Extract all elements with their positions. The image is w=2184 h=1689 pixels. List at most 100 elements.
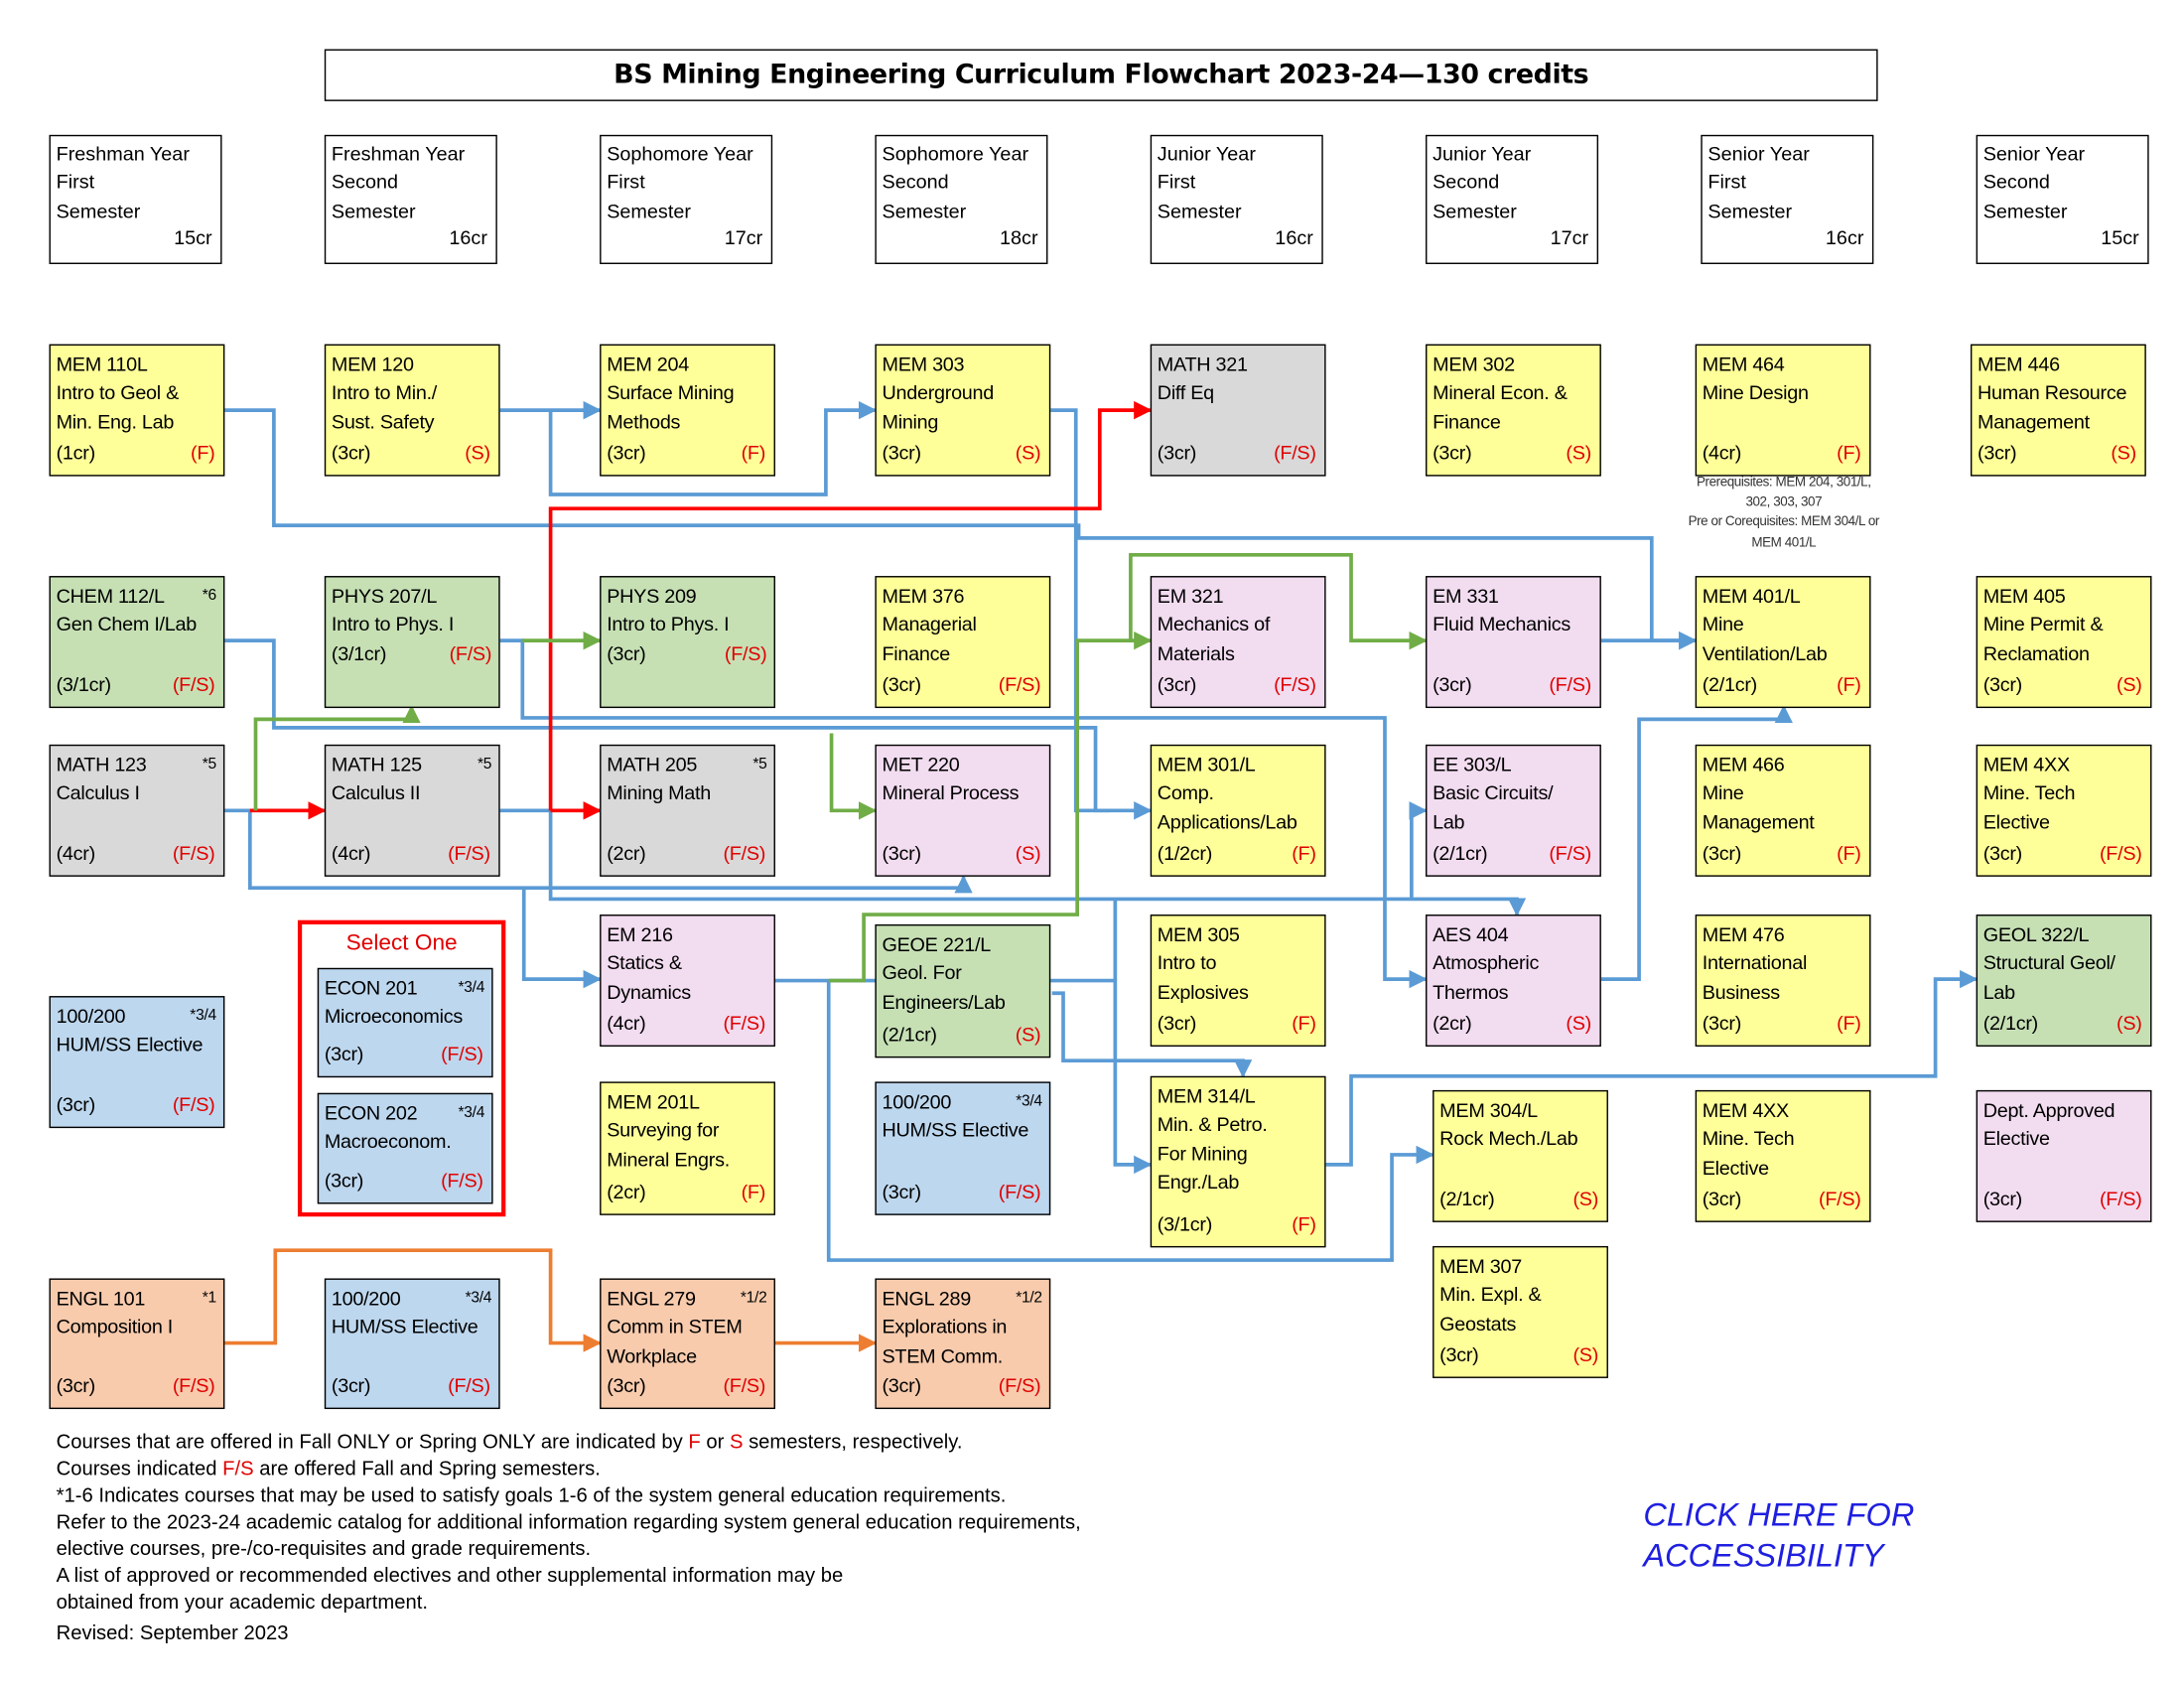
footer-line: *1-6 Indicates courses that may be used … bbox=[56, 1484, 1007, 1508]
course-title-line: Lab bbox=[1982, 980, 2015, 1003]
course-code-row: MEM 302 bbox=[1433, 350, 1599, 378]
course-title-line: Ventilation/Lab bbox=[1702, 641, 1828, 664]
course-credit-row: (3cr)(F/S) bbox=[882, 1177, 1040, 1205]
semester-credits: 16cr bbox=[1275, 225, 1313, 248]
course-title-line: Surface Mining bbox=[607, 380, 735, 404]
course-code-row: MEM 201L bbox=[607, 1087, 773, 1116]
course-credits: (3cr) bbox=[1433, 672, 1472, 695]
gen-ed-goal-note: *1/2 bbox=[1016, 1289, 1042, 1307]
course-title-line: Basic Circuits/ bbox=[1433, 781, 1554, 804]
course-credits: (3cr) bbox=[1157, 440, 1197, 464]
course-credits: (2/1cr) bbox=[1702, 672, 1758, 695]
course-code: MATH 321 bbox=[1157, 352, 1248, 375]
course-title-line: Min. Eng. Lab bbox=[56, 409, 175, 433]
mem464-prereq-note: Prerequisites: MEM 204, 301/L, 302, 303,… bbox=[1650, 474, 1917, 553]
course-title-line: Underground bbox=[882, 380, 995, 404]
course-title-line: Mechanics of bbox=[1157, 613, 1271, 636]
course-code-row: MEM 476 bbox=[1703, 920, 1869, 949]
course-code: ECON 202 bbox=[324, 1101, 418, 1124]
course-title-line: Human Resource bbox=[1978, 380, 2127, 404]
select-one-label: Select One bbox=[345, 931, 458, 956]
course-credit-row: (4cr)(F/S) bbox=[332, 838, 490, 867]
gen-ed-goal-note: *3/4 bbox=[1016, 1092, 1042, 1110]
course-credits: (4cr) bbox=[56, 840, 96, 864]
course-credit-row: (3cr)(F/S) bbox=[607, 1370, 765, 1399]
prereq-line: Prerequisites: MEM 204, 301/L, bbox=[1697, 475, 1871, 491]
course-code: GEOE 221/L bbox=[882, 932, 991, 956]
course-code: PHYS 207/L bbox=[331, 584, 438, 608]
course-code-row: CHEM 112/L*6 bbox=[57, 582, 223, 611]
course-title-line: Engineers/Lab bbox=[882, 990, 1006, 1013]
course-credit-row: (3cr)(F/S) bbox=[1158, 669, 1316, 698]
course-title-line: International bbox=[1702, 951, 1808, 975]
semester-label: Sophomore Year bbox=[882, 141, 1029, 165]
course-title-line: Finance bbox=[1433, 409, 1501, 433]
course-term: (S) bbox=[465, 440, 490, 464]
course-term: (F/S) bbox=[448, 1373, 490, 1396]
course-title-line: Business bbox=[1702, 980, 1780, 1003]
course-term: (S) bbox=[1015, 440, 1041, 464]
course-credit-row: (3cr)(F/S) bbox=[882, 669, 1040, 698]
accessibility-link[interactable]: CLICK HERE FOR ACCESSIBILITY bbox=[1643, 1494, 1914, 1576]
course-code: 100/200 bbox=[56, 1004, 126, 1028]
course-credits: (3cr) bbox=[1702, 1186, 1742, 1209]
course-credit-row: (3/1cr)(F/S) bbox=[57, 669, 215, 698]
course-title-line: Management bbox=[1702, 810, 1815, 833]
course-credit-row: (1/2cr)(F) bbox=[1158, 838, 1316, 867]
course-code-row: ECON 201*3/4 bbox=[325, 973, 491, 1002]
course-term: (F) bbox=[1292, 840, 1316, 864]
prereq-line: MEM 401/L bbox=[1751, 534, 1817, 551]
course-code-row: EE 303/L bbox=[1433, 751, 1599, 779]
semester-label: Junior Year bbox=[1433, 141, 1532, 165]
course-title-line: Elective bbox=[1702, 1156, 1769, 1179]
footer-line: elective courses, pre-/co-requisites and… bbox=[56, 1538, 592, 1561]
course-credits: (3cr) bbox=[1157, 1011, 1197, 1034]
accessibility-link-line[interactable]: ACCESSIBILITY bbox=[1643, 1536, 1884, 1574]
course-code: MEM 464 bbox=[1702, 352, 1785, 375]
prerequisite-arrow bbox=[1050, 408, 1153, 820]
gen-ed-goal-note: *3/4 bbox=[458, 1104, 485, 1122]
course-title-line: Elective bbox=[1982, 810, 2050, 833]
course-code: MEM 303 bbox=[882, 352, 965, 375]
prerequisite-arrow bbox=[1409, 801, 1428, 900]
course-term: (F/S) bbox=[441, 1168, 483, 1192]
course-term: (S) bbox=[2111, 440, 2136, 464]
text: are offered Fall and Spring semesters. bbox=[253, 1458, 601, 1481]
course-term: (F/S) bbox=[1274, 440, 1316, 464]
course-title-line: Thermos bbox=[1433, 980, 1509, 1003]
course-title-line: Gen Chem I/Lab bbox=[56, 613, 198, 636]
course-title-line: Min. & Petro. bbox=[1157, 1113, 1268, 1136]
accessibility-link-line[interactable]: CLICK HERE FOR bbox=[1643, 1495, 1915, 1533]
course-credit-row: (2cr)(F/S) bbox=[607, 838, 765, 867]
course-term: (F/S) bbox=[1274, 672, 1316, 695]
course-term: (F/S) bbox=[2099, 840, 2142, 864]
course-title-line: Mine. Tech bbox=[1982, 781, 2076, 804]
course-code: MEM 446 bbox=[1978, 352, 2060, 375]
course-code: MEM 302 bbox=[1433, 352, 1515, 375]
semester-credits: 16cr bbox=[1825, 225, 1864, 248]
semester-label: Second bbox=[1433, 170, 1500, 194]
course-credit-row: (3cr)(F/S) bbox=[1983, 1184, 2142, 1212]
course-code-row: ECON 202 *3/4 bbox=[325, 1098, 491, 1127]
course-credits: (2/1cr) bbox=[1982, 1011, 2039, 1034]
course-code: ENGL 279 bbox=[607, 1286, 696, 1310]
course-credit-row: (3cr)(F/S) bbox=[325, 1166, 483, 1195]
course-title-line: Mine bbox=[1702, 613, 1744, 636]
fall-marker: F bbox=[688, 1431, 701, 1455]
course-credits: (3cr) bbox=[882, 840, 921, 864]
course-code: EM 216 bbox=[607, 922, 673, 946]
